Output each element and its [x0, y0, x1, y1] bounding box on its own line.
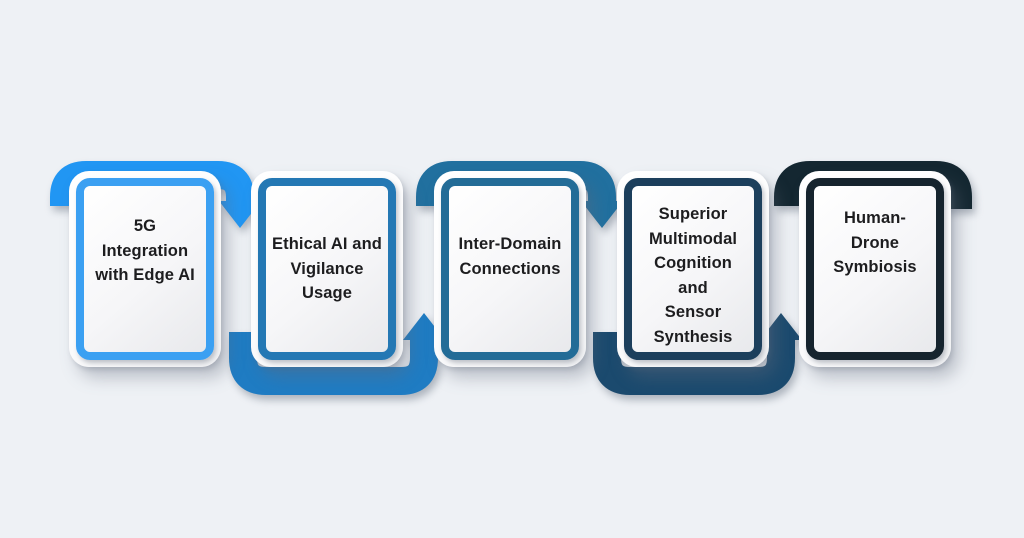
flow-step-2-border: Ethical AI and Vigilance Usage [258, 178, 396, 360]
flow-step-1-border: 5G Integration with Edge AI [76, 178, 214, 360]
flow-step-5: Human-Drone Symbiosis [799, 171, 951, 367]
flow-step-1: 5G Integration with Edge AI [69, 171, 221, 367]
flow-step-4-border: Superior Multimodal Cognition and Sensor… [624, 178, 762, 360]
flow-step-5-border: Human-Drone Symbiosis [806, 178, 944, 360]
arrow-up-icon [760, 313, 802, 340]
flow-step-3: Inter-Domain Connections [434, 171, 586, 367]
arrow-down-icon [219, 201, 261, 228]
flow-step-1-label: 5G Integration with Edge AI [95, 217, 195, 284]
flow-step-4-label: Superior Multimodal Cognition and Sensor… [648, 205, 738, 346]
arrow-down-icon [581, 201, 623, 228]
flow-step-3-border: Inter-Domain Connections [441, 178, 579, 360]
flow-step-3-label: Inter-Domain Connections [458, 235, 562, 278]
flow-step-2: Ethical AI and Vigilance Usage [251, 171, 403, 367]
ribbon-segment-4 [593, 313, 802, 395]
flow-step-4: Superior Multimodal Cognition and Sensor… [617, 171, 769, 367]
flow-step-2-label: Ethical AI and Vigilance Usage [272, 235, 382, 302]
flow-step-5-label: Human-Drone Symbiosis [833, 209, 917, 276]
